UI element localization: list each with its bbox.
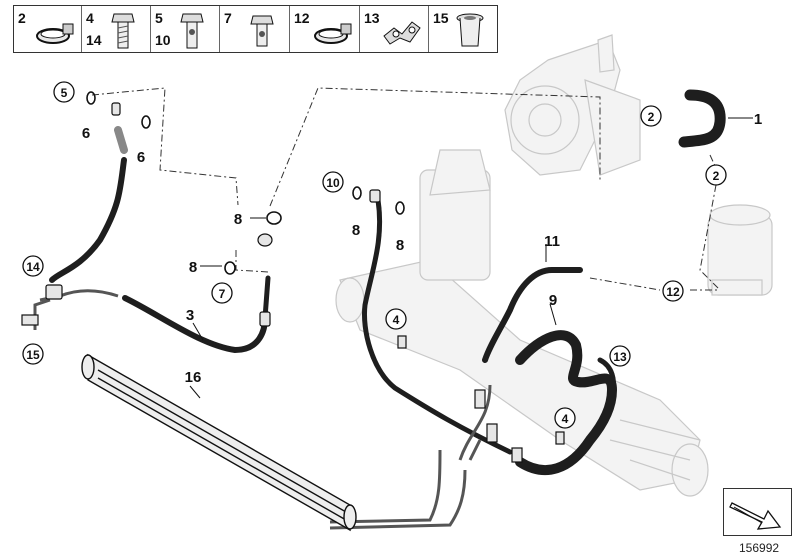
callout-8d: 8 bbox=[396, 237, 404, 254]
rivet-nut-icon bbox=[448, 10, 492, 50]
oil-cooler-16 bbox=[81, 353, 357, 532]
legend-part-number: 14 bbox=[86, 32, 102, 48]
tick-leaders bbox=[189, 117, 753, 399]
steering-gear-ghost bbox=[335, 149, 709, 497]
hose-clamp-icon bbox=[311, 10, 355, 50]
hollow-bolt-icon bbox=[241, 10, 285, 50]
callout-5: 5 bbox=[61, 86, 68, 100]
callout-4b: 4 bbox=[562, 412, 569, 426]
hex-bolt-icon bbox=[102, 10, 146, 50]
hose-3 bbox=[122, 295, 268, 353]
legend-part-number: 12 bbox=[294, 10, 310, 26]
legend-part-number: 2 bbox=[18, 10, 26, 26]
callout-15: 15 bbox=[26, 348, 40, 362]
callout-6b: 6 bbox=[137, 149, 145, 166]
legend-cell: 7 bbox=[220, 6, 290, 52]
callout-14: 14 bbox=[26, 260, 40, 274]
callout-16: 16 bbox=[185, 369, 202, 386]
callout-8a: 8 bbox=[234, 211, 242, 228]
legend-part-number: 7 bbox=[224, 10, 232, 26]
callout-12: 12 bbox=[666, 285, 680, 299]
callout-10: 10 bbox=[326, 176, 340, 190]
leader-lines bbox=[91, 87, 721, 291]
hoses bbox=[49, 89, 726, 475]
hose-clamp-icon bbox=[33, 10, 77, 50]
banjo-bolt-icon bbox=[171, 10, 215, 50]
hose-13 bbox=[597, 357, 616, 398]
callout-11: 11 bbox=[544, 233, 560, 250]
diagram-number: 156992 bbox=[739, 541, 780, 555]
callout-7: 7 bbox=[219, 287, 226, 301]
legend-cell: 13 bbox=[360, 6, 429, 52]
steering-pump-ghost bbox=[504, 34, 641, 176]
legend-cell: 2 bbox=[14, 6, 82, 52]
o-rings bbox=[86, 91, 405, 275]
legend-part-number: 4 bbox=[86, 10, 94, 26]
hose-9 bbox=[515, 330, 617, 475]
legend-part-number: 15 bbox=[433, 10, 449, 26]
callout-2b: 2 bbox=[713, 169, 720, 183]
legend-cell: 15 bbox=[429, 6, 496, 52]
callout-6a: 6 bbox=[82, 125, 90, 142]
legend-part-number: 13 bbox=[364, 10, 380, 26]
callout-2a: 2 bbox=[648, 110, 655, 124]
callout-8b: 8 bbox=[189, 259, 197, 276]
legend-cell: 12 bbox=[290, 6, 360, 52]
callout-13: 13 bbox=[613, 350, 627, 364]
reservoir-ghost bbox=[707, 204, 773, 296]
callout-circles bbox=[22, 81, 727, 429]
hose-1 bbox=[678, 89, 726, 148]
fittings bbox=[21, 102, 565, 463]
callout-1: 1 bbox=[754, 111, 762, 128]
callout-9: 9 bbox=[549, 292, 557, 309]
callout-3: 3 bbox=[186, 307, 194, 324]
callout-4a: 4 bbox=[393, 313, 400, 327]
hose-11 bbox=[482, 267, 583, 363]
callout-labels: 1 2 2 3 4 4 5 6 6 7 8 8 8 8 9 10 11 12 1… bbox=[26, 86, 762, 426]
legend-part-number: 10 bbox=[155, 32, 171, 48]
direction-arrow-icon bbox=[729, 502, 782, 530]
orientation-arrow-box bbox=[723, 488, 792, 536]
holder-clip-icon bbox=[380, 10, 424, 50]
pressure-line-center bbox=[361, 197, 513, 455]
metal-lines bbox=[33, 289, 492, 530]
legend-part-number: 5 bbox=[155, 10, 163, 26]
hose-left-supply bbox=[49, 157, 127, 283]
callout-8c: 8 bbox=[352, 222, 360, 239]
